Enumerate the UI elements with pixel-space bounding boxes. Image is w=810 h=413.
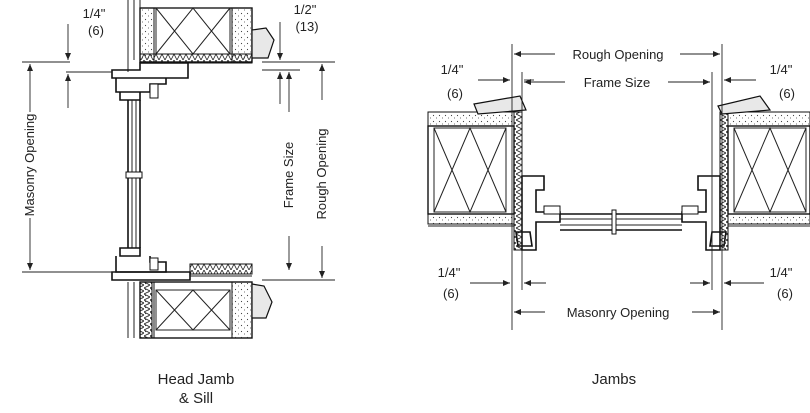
jambs-bottom-right-fraction: 1/4": [770, 265, 793, 280]
head-frame: [111, 62, 189, 101]
right-jamb-wall: [717, 95, 810, 251]
jambs-top-right-fraction: 1/4": [770, 62, 793, 77]
head-wall: [127, 0, 275, 72]
sill-wall: [127, 281, 273, 339]
jambs-rough-opening-label: Rough Opening: [572, 47, 663, 62]
jambs-top-left-fraction: 1/4": [441, 62, 464, 77]
head-top-right-fraction: 1/2": [294, 2, 317, 17]
right-jamb-frame: [681, 175, 727, 251]
left-jamb-wall: [427, 95, 527, 251]
head-frame-size-label: Frame Size: [281, 142, 296, 208]
jambs-section: Rough Opening Frame Size 1/4" (6) 1/4" (…: [427, 44, 810, 388]
glazing: [125, 100, 143, 248]
head-top-right-metric: (13): [295, 19, 318, 34]
jambs-caption: Jambs: [592, 371, 636, 388]
head-sill-caption-line1: Head Jamb: [158, 371, 235, 388]
jambs-bottom-left-metric: (6): [443, 286, 459, 301]
jambs-bottom-right-metric: (6): [777, 286, 793, 301]
head-sill-caption-line2: & Sill: [179, 390, 213, 407]
sill-frame: [111, 247, 253, 281]
head-masonry-opening-label: Masonry Opening: [22, 114, 37, 217]
jambs-masonry-opening-label: Masonry Opening: [567, 305, 670, 320]
left-jamb-frame: [515, 175, 561, 251]
jambs-top-left-metric: (6): [447, 86, 463, 101]
jambs-bottom-left-fraction: 1/4": [438, 265, 461, 280]
jambs-frame-size-label: Frame Size: [584, 75, 650, 90]
jamb-glazing: [560, 209, 682, 235]
head-top-left-fraction: 1/4": [83, 6, 106, 21]
head-top-left-metric: (6): [88, 23, 104, 38]
head-rough-opening-label: Rough Opening: [314, 128, 329, 219]
jambs-top-right-metric: (6): [779, 86, 795, 101]
head-sill-section: Masonry Opening 1/4" (6) 1/2" (13) Frame…: [22, 0, 335, 407]
